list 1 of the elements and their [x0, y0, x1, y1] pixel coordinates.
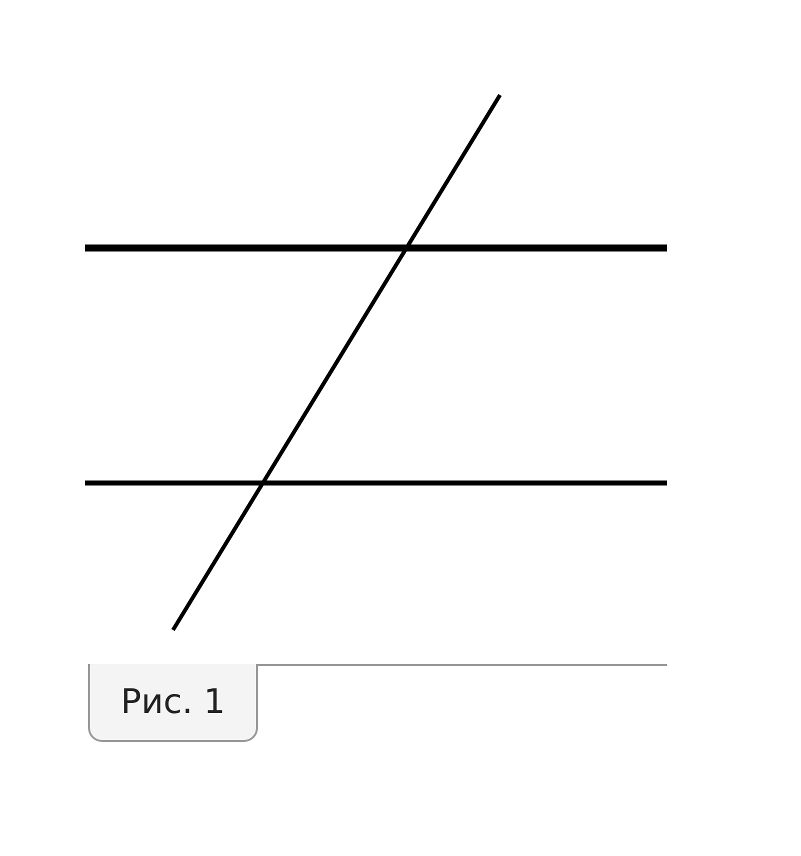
figure-caption: Рис. 1 [88, 664, 258, 742]
